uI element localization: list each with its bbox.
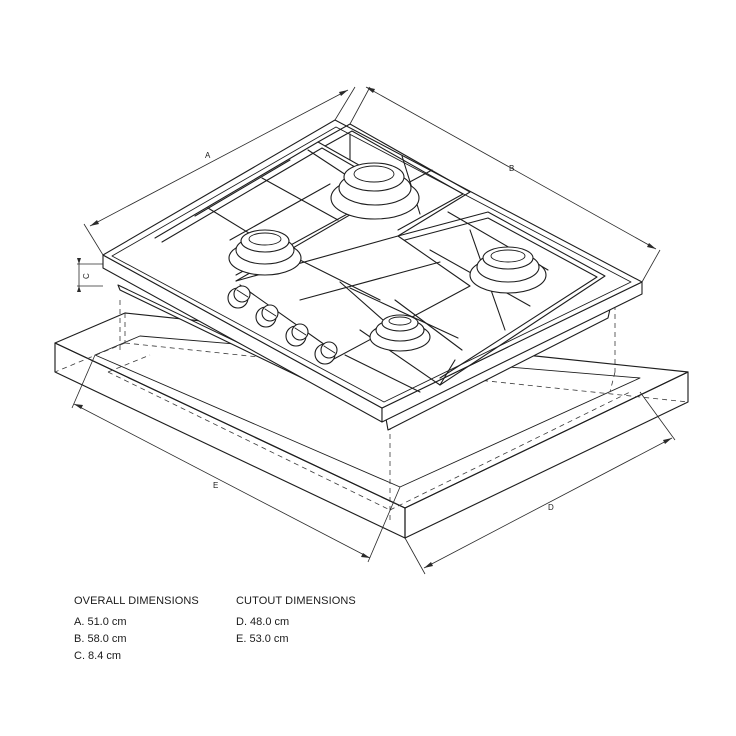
dimension-label-c: C xyxy=(82,273,91,279)
grate-front-right xyxy=(359,211,606,386)
cutout-dimensions-heading: CUTOUT DIMENSIONS xyxy=(236,595,356,607)
dimension-label-e: E xyxy=(213,481,218,490)
knob-2 xyxy=(255,304,279,328)
overall-dimensions-legend: OVERALL DIMENSIONS A. 51.0 cm B. 58.0 cm… xyxy=(74,593,199,665)
control-knobs xyxy=(227,285,338,365)
cutout-dimension-d: D. 48.0 cm xyxy=(236,616,290,628)
burner-left xyxy=(228,229,302,276)
overall-dimension-c: C. 8.4 cm xyxy=(74,650,122,662)
overall-dimensions-heading: OVERALL DIMENSIONS xyxy=(74,595,199,607)
knob-4 xyxy=(314,341,338,365)
burner-right xyxy=(469,246,547,294)
dimension-a: A xyxy=(83,86,356,256)
overall-dimension-b: B. 58.0 cm xyxy=(74,633,127,645)
cutout-dimension-e: E. 53.0 cm xyxy=(236,633,289,645)
dimension-c: C xyxy=(77,258,103,292)
dimension-d: D xyxy=(404,391,676,575)
dimension-label-d: D xyxy=(548,503,554,512)
knob-1 xyxy=(227,285,251,309)
overall-dimension-a: A. 51.0 cm xyxy=(74,616,127,628)
knob-3 xyxy=(285,323,309,347)
burner-back-center xyxy=(330,162,420,220)
cutout-dimensions-legend: CUTOUT DIMENSIONS D. 48.0 cm E. 53.0 cm xyxy=(236,593,356,648)
dimension-e: E xyxy=(71,354,401,563)
burner-front xyxy=(369,314,431,352)
dimension-b: B xyxy=(349,86,661,283)
dimension-label-b: B xyxy=(509,164,514,173)
hob-body xyxy=(102,119,643,431)
dimension-label-a: A xyxy=(205,151,211,160)
